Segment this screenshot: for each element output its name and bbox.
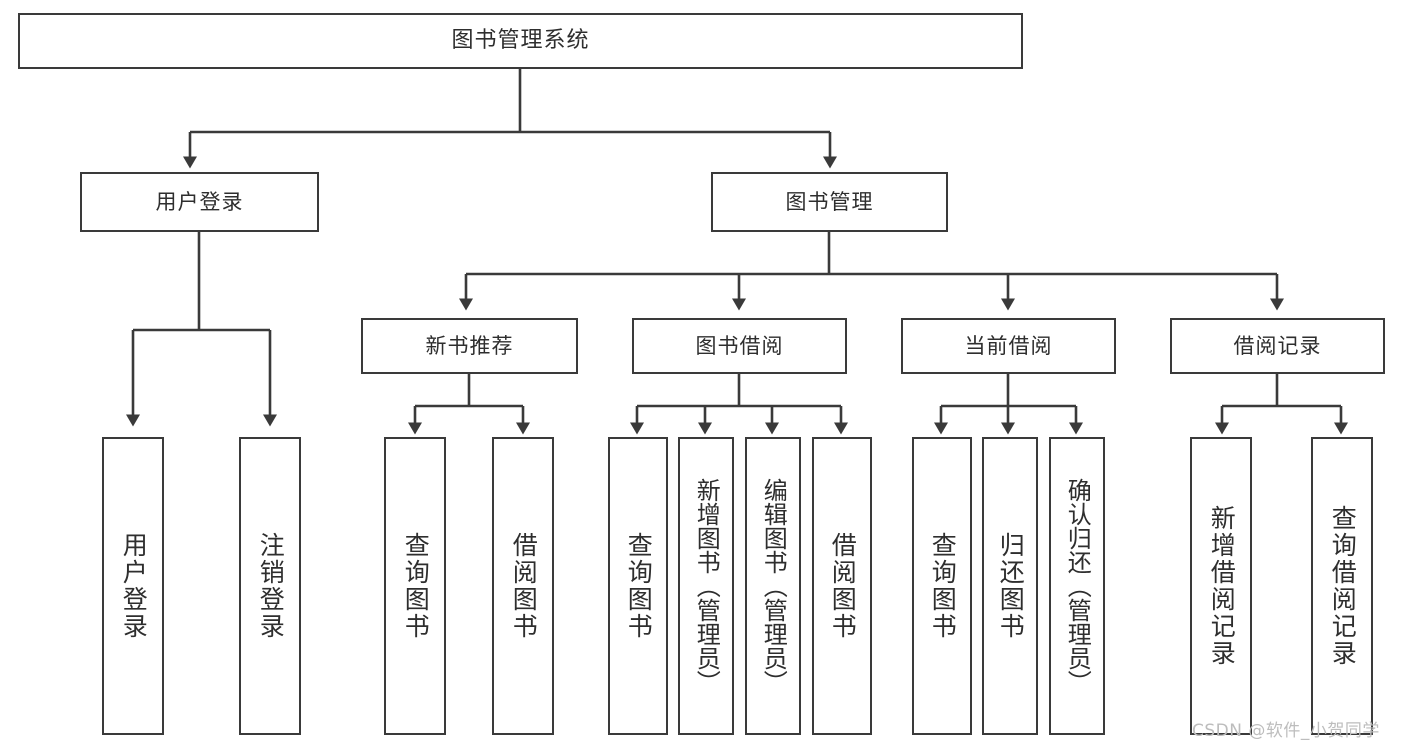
csdn-watermark: CSDN @软件_小贺同学 <box>1192 721 1380 741</box>
node-label: 注销登录 <box>256 532 286 640</box>
node-label: 图书管理系统 <box>451 28 590 54</box>
leaf-return-book[interactable]: 归还图书 <box>982 437 1038 735</box>
node-label: 借阅记录 <box>1233 333 1322 358</box>
node-label: 用户登录 <box>155 189 244 214</box>
leaf-query-borrow-record[interactable]: 查询借阅记录 <box>1311 437 1373 735</box>
node-label: 查询借阅记录 <box>1328 505 1358 667</box>
leaf-logout-login[interactable]: 注销登录 <box>239 437 301 735</box>
node-label: 确认归还（管理员） <box>1063 478 1092 694</box>
node-label: 图书管理 <box>785 189 874 214</box>
node-book-management-system[interactable]: 图书管理系统 <box>18 13 1023 69</box>
leaf-user-login[interactable]: 用户登录 <box>102 437 164 735</box>
leaf-add-book[interactable]: 新增图书（管理员） <box>678 437 734 735</box>
node-label: 新增图书（管理员） <box>692 478 721 694</box>
leaf-query-book-borrow[interactable]: 查询图书 <box>608 437 668 735</box>
node-label: 归还图书 <box>996 532 1026 640</box>
leaf-add-borrow-record[interactable]: 新增借阅记录 <box>1190 437 1252 735</box>
node-label: 查询图书 <box>624 532 654 640</box>
node-label: 新增借阅记录 <box>1207 505 1237 667</box>
node-new-book-recommend[interactable]: 新书推荐 <box>361 318 578 374</box>
node-current-borrow[interactable]: 当前借阅 <box>901 318 1116 374</box>
leaf-edit-book[interactable]: 编辑图书（管理员） <box>745 437 801 735</box>
leaf-borrow-book-recommend[interactable]: 借阅图书 <box>492 437 554 735</box>
leaf-query-book-recommend[interactable]: 查询图书 <box>384 437 446 735</box>
node-label: 图书借阅 <box>695 333 784 358</box>
node-label: 用户登录 <box>119 532 149 640</box>
node-label: 查询图书 <box>401 532 431 640</box>
leaf-borrow-book-borrow[interactable]: 借阅图书 <box>812 437 872 735</box>
node-book-borrow[interactable]: 图书借阅 <box>632 318 847 374</box>
node-label: 借阅图书 <box>828 532 858 640</box>
node-book-management[interactable]: 图书管理 <box>711 172 948 232</box>
leaf-query-book-current[interactable]: 查询图书 <box>912 437 972 735</box>
node-label: 新书推荐 <box>425 333 514 358</box>
node-borrow-record[interactable]: 借阅记录 <box>1170 318 1385 374</box>
node-label: 借阅图书 <box>509 532 539 640</box>
leaf-confirm-return[interactable]: 确认归还（管理员） <box>1049 437 1105 735</box>
node-label: 编辑图书（管理员） <box>759 478 788 694</box>
node-user-login[interactable]: 用户登录 <box>80 172 319 232</box>
node-label: 查询图书 <box>928 532 958 640</box>
node-label: 当前借阅 <box>964 333 1053 358</box>
